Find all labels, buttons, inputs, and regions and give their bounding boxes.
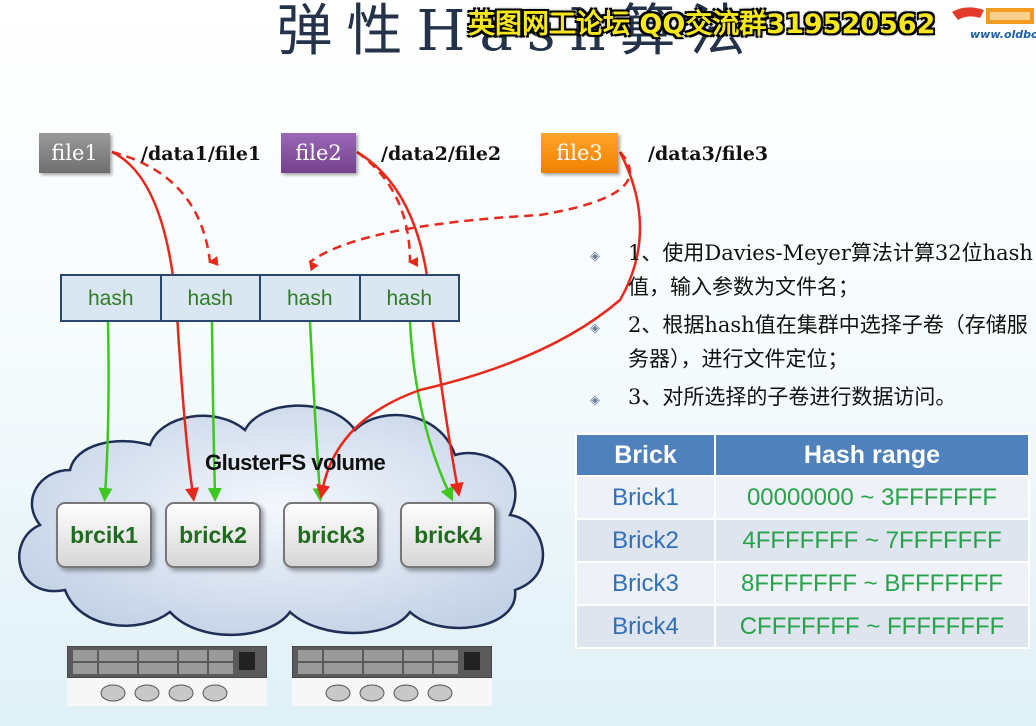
hash-range-table: Brick Hash range Brick1 00000000 ~ 3FFFF… [575,433,1030,649]
hash-bar: hash hash hash hash [60,274,460,322]
table-row: Brick1 00000000 ~ 3FFFFFFF [577,477,1028,518]
brick-name-cell: Brick2 [577,520,714,561]
server-icon [291,645,493,706]
file1-box: file1 [39,133,110,173]
table-row: Brick3 8FFFFFFF ~ BFFFFFFF [577,563,1028,604]
hash-range-cell: 8FFFFFFF ~ BFFFFFFF [716,563,1028,604]
brick-2: brick2 [165,502,261,568]
bullet-item: ◈ 1、使用Davies-Meyer算法计算32位hash值，输入参数为文件名； [588,236,1036,304]
brick-name-cell: Brick4 [577,606,714,647]
column-header-brick: Brick [577,435,714,475]
file2-path: /data2/file2 [381,143,502,165]
file3-box: file3 [541,133,618,173]
logo-text: www.oldboy [970,28,1036,41]
bullet-item: ◈ 3、对所选择的子卷进行数据访问。 [588,380,1036,414]
diamond-bullet-icon: ◈ [590,249,600,264]
hash-range-cell: CFFFFFFF ~ FFFFFFFF [716,606,1028,647]
bullet-text: 3、对所选择的子卷进行数据访问。 [628,385,957,409]
hash-cell: hash [386,287,433,310]
brick-4: brick4 [400,502,496,568]
bullet-item: ◈ 2、根据hash值在集群中选择子卷（存储服务器），进行文件定位； [588,308,1036,376]
table-header-row: Brick Hash range [577,435,1028,475]
green-arrows [98,321,454,502]
hash-range-cell: 4FFFFFFF ~ 7FFFFFFF [716,520,1028,561]
brick-1: brcik1 [56,502,152,568]
slide-title: 弹性Hash算法 [276,0,760,64]
hash-cell: hash [261,276,361,320]
brick-3: brick3 [283,502,379,568]
hash-cell: hash [62,276,162,320]
brick-name-cell: Brick3 [577,563,714,604]
file3-path: /data3/file3 [648,143,769,165]
watermark: 英图网工论坛 QQ交流群319520562 [468,9,936,40]
column-header-hash-range: Hash range [716,435,1028,475]
bullet-text: 2、根据hash值在集群中选择子卷（存储服务器），进行文件定位； [628,313,1028,371]
brick-name-cell: Brick1 [577,477,714,518]
dashed-arrows [111,150,632,272]
file2-box: file2 [281,133,356,173]
table-row: Brick4 CFFFFFFF ~ FFFFFFFF [577,606,1028,647]
bullet-text: 1、使用Davies-Meyer算法计算32位hash值，输入参数为文件名； [628,241,1033,299]
volume-label: GlusterFS volume [205,450,386,475]
glusterfs-cloud [18,404,545,637]
hash-cell: hash [162,276,261,320]
diamond-bullet-icon: ◈ [590,393,600,408]
server-icon [66,645,268,706]
diamond-bullet-icon: ◈ [590,321,600,336]
bullet-list: ◈ 1、使用Davies-Meyer算法计算32位hash值，输入参数为文件名；… [588,236,1036,418]
oldboy-logo: www.oldboy [946,4,1036,44]
table-row: Brick2 4FFFFFFF ~ 7FFFFFFF [577,520,1028,561]
hash-range-cell: 00000000 ~ 3FFFFFFF [716,477,1028,518]
file1-path: /data1/file1 [141,143,262,165]
